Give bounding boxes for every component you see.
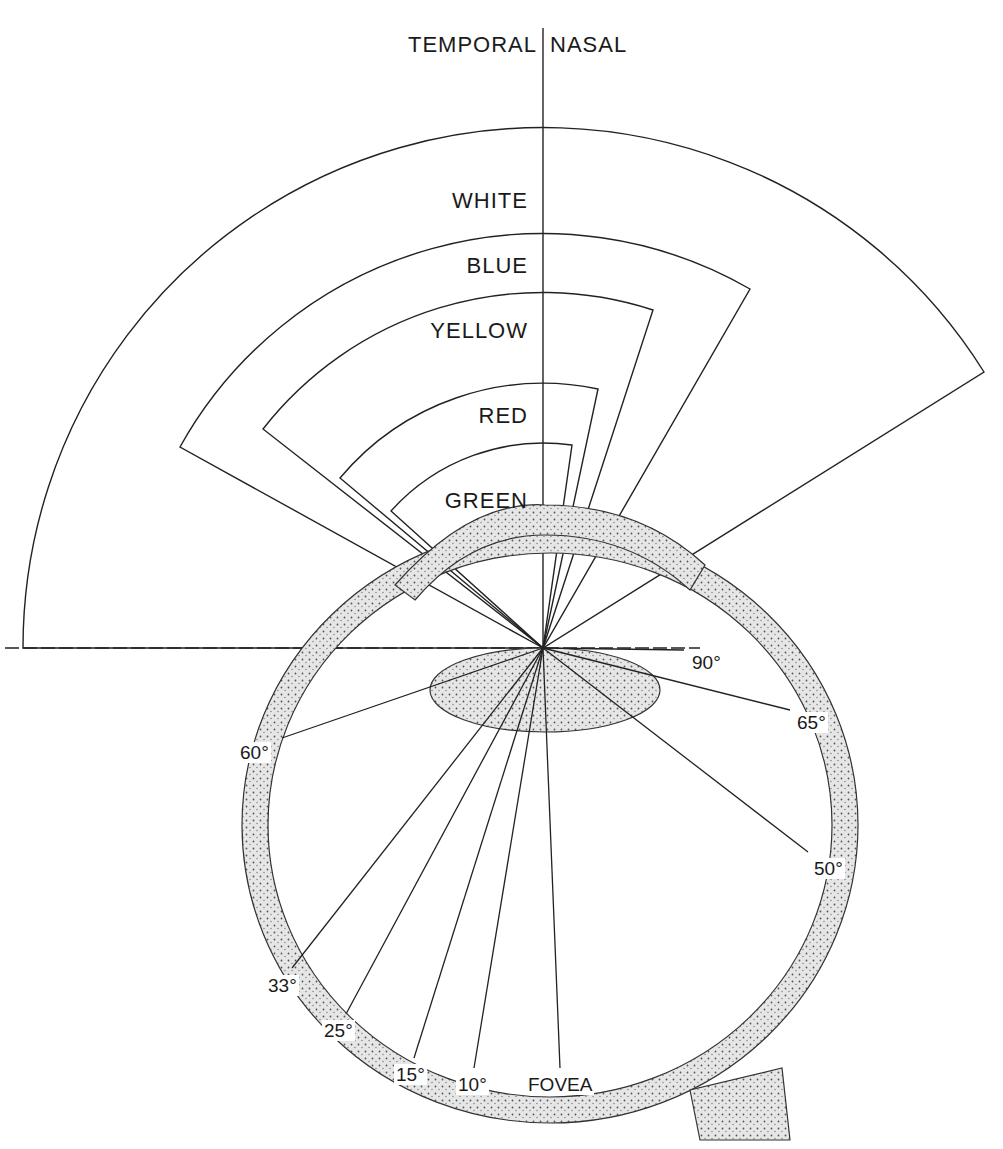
ray-33 [292,648,543,968]
structure-label: FOVEA [526,1074,594,1095]
cornea [395,505,705,600]
color-label: WHITE [452,190,528,212]
angle-label: 50° [812,858,845,879]
color-label: RED [479,405,528,427]
white-field [23,128,984,648]
ray-60 [282,648,543,738]
yellow-field [263,292,653,648]
angle-label: 10° [456,1074,489,1095]
color-label: GREEN [445,490,528,512]
blue-field [180,234,750,648]
angle-label: 65° [795,712,828,733]
ray-65 [543,648,790,710]
ray-10 [474,648,543,1068]
ray-15 [414,648,543,1058]
eyeball [242,505,858,1140]
ray-fovea [543,648,560,1068]
angle-label: 90° [690,652,723,673]
sclera [255,540,845,1110]
side-label: NASAL [550,34,627,56]
midline [542,28,543,648]
angle-label: 33° [266,975,299,996]
optic-nerve [690,1068,790,1140]
ray-50 [543,648,808,852]
color-label: BLUE [467,255,528,277]
side-label: TEMPORAL [408,34,537,56]
sclera-outer [242,527,858,1123]
angle-label: 25° [322,1020,355,1041]
angle-label: 15° [394,1064,427,1085]
angle-label: 60° [238,742,271,763]
sclera-inner [268,553,832,1097]
color-label: YELLOW [430,320,528,342]
projection-lines [282,648,808,1068]
ray-90 [543,648,684,650]
